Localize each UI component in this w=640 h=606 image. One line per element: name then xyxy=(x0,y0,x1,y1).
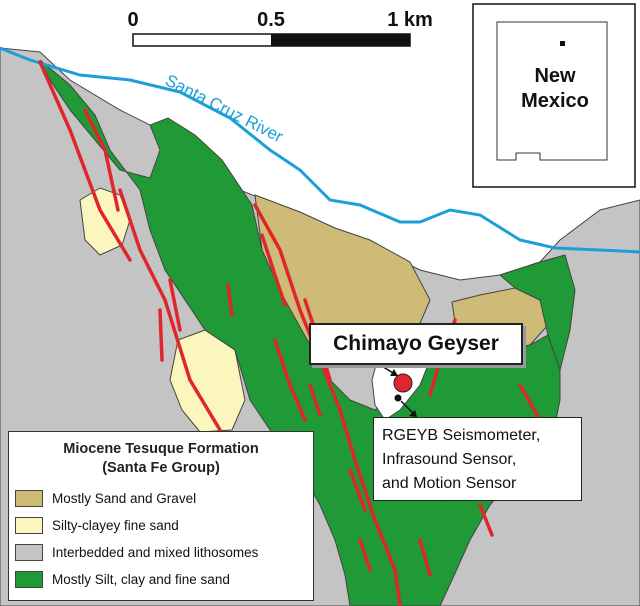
sensor-line-3: and Motion Sensor xyxy=(382,475,517,492)
legend-swatch xyxy=(15,543,43,561)
fault-line xyxy=(518,383,542,422)
legend-label: Interbedded and mixed lithosomes xyxy=(52,544,259,560)
fault-line xyxy=(358,538,372,572)
fault-lines xyxy=(38,60,542,606)
scale-bar: 0 0.5 1 km xyxy=(127,9,433,47)
legend-title-line-1: Miocene Tesuque Formation xyxy=(63,441,259,457)
fault-line xyxy=(118,188,222,432)
fault-line xyxy=(168,278,182,332)
sensor-marker xyxy=(394,394,402,402)
sensor-line-1: RGEYB Seismometer, xyxy=(382,427,541,444)
river-line xyxy=(0,46,640,254)
fault-line xyxy=(308,383,322,417)
geyser-label: Chimayo Geyser xyxy=(309,323,523,365)
legend-item-silty-sand: Silty-clayey fine sand xyxy=(15,515,179,535)
scale-label-1km: 1 km xyxy=(387,9,433,31)
legend-title-line-2: (Santa Fe Group) xyxy=(102,460,220,476)
legend: Miocene Tesuque Formation (Santa Fe Grou… xyxy=(8,431,314,601)
new-mexico-outline xyxy=(496,21,608,161)
legend-label: Silty-clayey fine sand xyxy=(52,517,179,533)
inset-map: New Mexico xyxy=(472,3,636,188)
new-mexico-label-1: New xyxy=(534,65,576,87)
fault-line xyxy=(158,308,164,362)
scale-label-half: 0.5 xyxy=(257,9,285,31)
legend-title: Miocene Tesuque Formation (Santa Fe Grou… xyxy=(9,440,313,478)
fault-line xyxy=(418,538,432,577)
green-unit-east xyxy=(499,254,576,372)
fault-line xyxy=(260,233,287,307)
legend-swatch xyxy=(15,516,43,534)
scale-label-0: 0 xyxy=(127,9,138,31)
fault-line xyxy=(348,468,367,512)
fault-line xyxy=(273,338,307,422)
legend-swatch xyxy=(15,570,43,588)
fault-line xyxy=(83,108,120,212)
legend-item-silt-clay: Mostly Silt, clay and fine sand xyxy=(15,569,230,589)
legend-label: Mostly Sand and Gravel xyxy=(52,490,197,506)
fault-line xyxy=(38,60,132,262)
fault-line xyxy=(253,203,402,606)
fault-line xyxy=(226,283,234,317)
sensor-line-2: Infrasound Sensor, xyxy=(382,451,517,468)
sensor-callout: RGEYB Seismometer, Infrasound Sensor, an… xyxy=(373,417,582,501)
legend-swatch xyxy=(15,489,43,507)
legend-item-interbedded: Interbedded and mixed lithosomes xyxy=(15,542,258,562)
new-mexico-label-2: Mexico xyxy=(521,90,589,112)
location-marker xyxy=(560,41,565,46)
geyser-marker xyxy=(393,373,413,393)
legend-label: Mostly Silt, clay and fine sand xyxy=(52,571,230,587)
fault-line xyxy=(478,503,494,537)
legend-item-sand-gravel: Mostly Sand and Gravel xyxy=(15,488,196,508)
